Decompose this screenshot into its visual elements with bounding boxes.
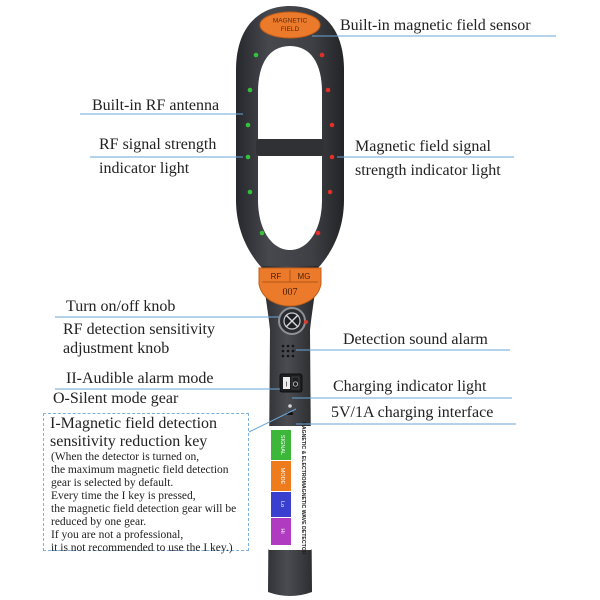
svg-text:I: I — [286, 382, 288, 389]
label-mag-strength-line-2: strength indicator light — [355, 162, 501, 179]
rf-led — [245, 122, 251, 128]
label-sound-alarm: Detection sound alarm — [343, 331, 488, 348]
mode-tab-mg: MG — [298, 272, 311, 281]
label-magnetic-sensor: Built-in magnetic field sensor — [340, 17, 531, 34]
label-charging-light: Charging indicator light — [333, 378, 487, 395]
mode-panel — [258, 267, 322, 307]
charging-indicator — [288, 404, 292, 408]
rf-indicator-leds — [245, 52, 265, 236]
note-body-line: gear is selected by default. — [51, 477, 174, 489]
mag-led — [329, 154, 335, 160]
antenna-crossbar — [256, 139, 324, 156]
note-body-line: it is not recommended to use the I key.) — [51, 542, 233, 554]
note-body-line: If you are not a professional, — [51, 529, 184, 541]
label-rf-sensitivity-line-2: adjustment knob — [63, 340, 170, 357]
badge-line-2: FIELD — [281, 26, 300, 33]
magnetic-field-badge — [259, 11, 321, 39]
strip-label-lo: Lo — [279, 501, 285, 507]
leader-note — [248, 408, 297, 433]
label-rf-sensitivity-line-1: RF detection sensitivity — [63, 321, 215, 338]
label-rf-strength-line-1: RF signal strength — [99, 136, 217, 153]
strip-label-signal: SIGNAL — [279, 435, 285, 455]
svg-text:O: O — [293, 382, 299, 389]
rf-led — [245, 154, 251, 160]
magnetic-indicator-leds — [315, 52, 335, 236]
leader-lines — [55, 35, 556, 433]
speaker-grille — [281, 344, 295, 358]
rf-led — [259, 230, 265, 236]
model-number: 007 — [283, 287, 298, 298]
note-body-line: (When the detector is turned on, — [51, 451, 200, 463]
note-body-line: the magnetic field detection gear will b… — [51, 503, 237, 515]
mode-tab-rf: RF — [271, 272, 282, 281]
label-mag-strength-line-1: Magnetic field signal — [355, 138, 491, 155]
note-body-line: the maximum magnetic field detection — [51, 464, 229, 476]
mag-led — [325, 87, 331, 93]
mag-led — [329, 122, 335, 128]
reduction-key-note-box — [43, 413, 249, 551]
badge-line-1: MAGNETIC — [273, 18, 308, 25]
strip-label-mode: MODE — [279, 468, 285, 485]
label-rf-strength-line-2: indicator light — [99, 160, 190, 177]
rf-led — [247, 189, 253, 195]
label-audible-mode: II-Audible alarm mode — [66, 370, 214, 387]
mag-led — [319, 52, 325, 58]
strip-segment-lo — [271, 492, 291, 517]
note-body-line: reduced by one gear. — [51, 516, 147, 528]
label-silent-mode: O-Silent mode gear — [53, 390, 179, 407]
mag-led — [315, 230, 321, 236]
strip-segment-mode — [271, 461, 291, 491]
note-title-line-2: sensitivity reduction key — [50, 433, 208, 450]
rf-led — [247, 87, 253, 93]
label-rf-antenna: Built-in RF antenna — [92, 97, 220, 114]
strip-label-hi: Hi — [279, 528, 285, 533]
strip-segment-signal — [271, 430, 291, 460]
label-on-off-knob: Turn on/off knob — [66, 298, 176, 315]
rf-led — [253, 52, 259, 58]
note-title-line-1: I-Magnetic field detection — [50, 415, 218, 432]
mag-led — [327, 189, 333, 195]
device-side-label: MAGNETIC & ELECTROMAGNETIC WAVE DETECTOR — [300, 422, 306, 555]
label-charging-interface: 5V/1A charging interface — [331, 404, 494, 421]
strip-segment-hi — [271, 518, 291, 545]
note-body-line: Every time the I key is pressed, — [51, 490, 196, 502]
